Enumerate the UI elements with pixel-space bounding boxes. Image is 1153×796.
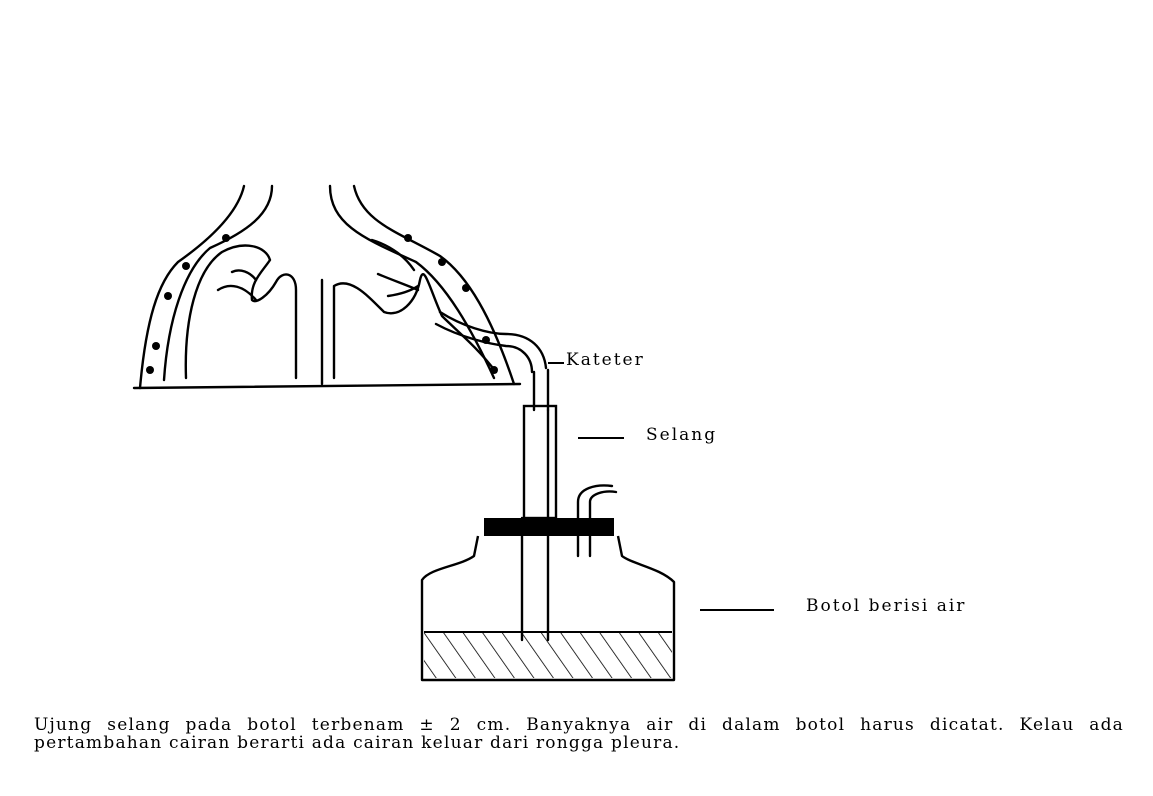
right-lung-airway <box>370 238 420 298</box>
kateter-leader-line <box>548 362 564 364</box>
chest-drainage-diagram <box>132 184 676 682</box>
pleural-dots <box>146 234 498 374</box>
diaphragm-line <box>132 382 522 390</box>
thorax-illustration <box>132 184 548 390</box>
label-kateter: Kateter <box>566 350 645 370</box>
water-bottle <box>420 518 676 682</box>
bottle-stopper <box>484 518 614 536</box>
right-lung-outline <box>332 273 498 380</box>
label-botol-berisi-air: Botol berisi air <box>806 596 967 616</box>
bottle-water <box>424 632 672 678</box>
air-vent-tube <box>576 484 618 558</box>
selang-tube <box>522 404 558 520</box>
bottle-outline <box>420 535 676 682</box>
selang-leader-line <box>578 437 624 439</box>
chest-wall-right-inner <box>328 184 496 380</box>
figure-caption: Ujung selang pada botol terbenam ± 2 cm.… <box>34 715 1124 753</box>
chest-tube-curve <box>434 310 548 374</box>
catheter-tube <box>520 368 558 642</box>
label-selang: Selang <box>646 425 718 445</box>
left-lung-outline <box>184 244 298 380</box>
chest-wall-left-outer <box>138 184 246 390</box>
chest-wall-right-outer <box>352 184 516 386</box>
chest-wall-left-inner <box>162 184 274 382</box>
left-lung-airway <box>216 269 258 302</box>
botol-leader-line <box>700 609 774 611</box>
